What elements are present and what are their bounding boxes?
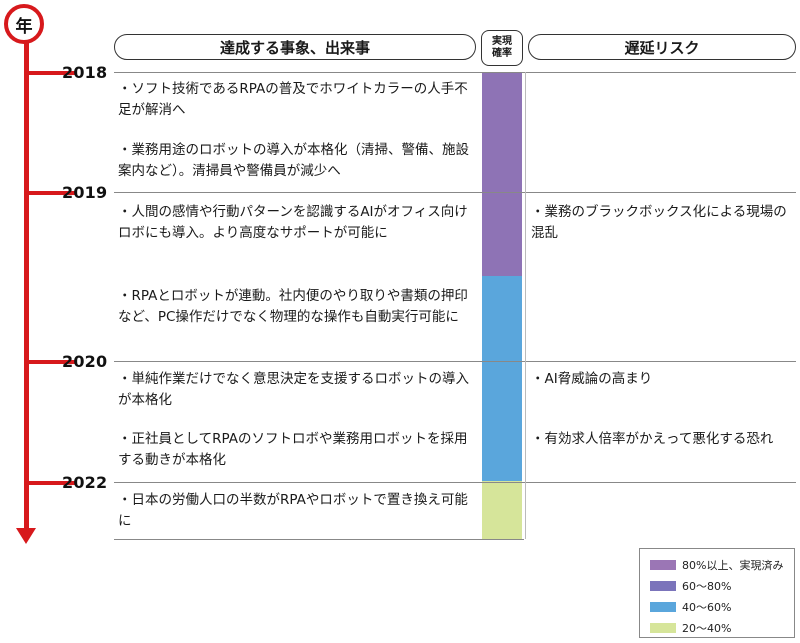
legend-item: 20〜40%: [650, 620, 731, 636]
row-divider-2018: [114, 72, 796, 73]
probability-header-line2: 確率: [492, 48, 512, 59]
legend-swatch: [650, 623, 676, 633]
year-tick-2019: [26, 191, 76, 195]
risk-item: ・AI脅威論の高まり: [531, 371, 653, 387]
timeline-axis: [24, 40, 29, 532]
event-item: ・業務用途のロボットの導入が本格化（清掃、警備、施設案内など）。清掃員や警備員が…: [118, 142, 469, 179]
column-separator: [525, 72, 526, 539]
row-divider-2019: [114, 192, 796, 193]
risk-item: ・業務のブラックボックス化による現場の混乱: [531, 204, 787, 241]
row-divider-end: [114, 539, 524, 540]
event-item: ・正社員としてRPAのソフトロボや業務用ロボットを採用する動きが本格化: [118, 431, 468, 468]
event-item: ・人間の感情や行動パターンを認識するAIがオフィス向けロボにも導入。より高度なサ…: [118, 204, 468, 241]
year-tick-2018: [26, 71, 76, 75]
year-badge: 年: [4, 4, 44, 44]
legend-item: 40〜60%: [650, 599, 731, 615]
legend-item: 60〜80%: [650, 578, 731, 594]
year-tick-2020: [26, 360, 76, 364]
year-label-2020: 2020: [62, 352, 108, 371]
year-label-2018: 2018: [62, 63, 108, 82]
risks-header: 遅延リスク: [528, 34, 796, 60]
legend-swatch: [650, 560, 676, 570]
year-tick-2022: [26, 481, 76, 485]
probability-bar-20-40: [482, 481, 522, 539]
legend-label: 60〜80%: [682, 580, 732, 593]
event-item: ・ソフト技術であるRPAの普及でホワイトカラーの人手不足が解消へ: [118, 81, 468, 118]
probability-bar-40-60: [482, 276, 522, 481]
year-label-2019: 2019: [62, 183, 108, 202]
legend-item: 80%以上、実現済み: [650, 557, 783, 573]
events-header: 達成する事象、出来事: [114, 34, 476, 60]
legend-swatch: [650, 581, 676, 591]
legend-label: 40〜60%: [682, 601, 732, 614]
row-divider-2020: [114, 361, 796, 362]
risk-item: ・有効求人倍率がかえって悪化する恐れ: [531, 431, 774, 447]
probability-header-line1: 実現: [492, 36, 512, 47]
event-item: ・日本の労働人口の半数がRPAやロボットで置き換え可能に: [118, 492, 468, 529]
legend: 80%以上、実現済み 60〜80% 40〜60% 20〜40%: [639, 548, 795, 638]
row-divider-2022: [114, 482, 796, 483]
legend-label: 20〜40%: [682, 622, 732, 635]
legend-label: 80%以上、実現済み: [682, 559, 784, 572]
event-item: ・RPAとロボットが連動。社内便のやり取りや書類の押印など、PC操作だけでなく物…: [118, 288, 468, 325]
probability-bar-60-80: [482, 72, 522, 276]
year-label-2022: 2022: [62, 473, 108, 492]
legend-swatch: [650, 602, 676, 612]
probability-header: 実現 確率: [481, 30, 523, 66]
timeline-arrow-icon: [16, 528, 36, 544]
event-item: ・単純作業だけでなく意思決定を支援するロボットの導入が本格化: [118, 371, 469, 408]
